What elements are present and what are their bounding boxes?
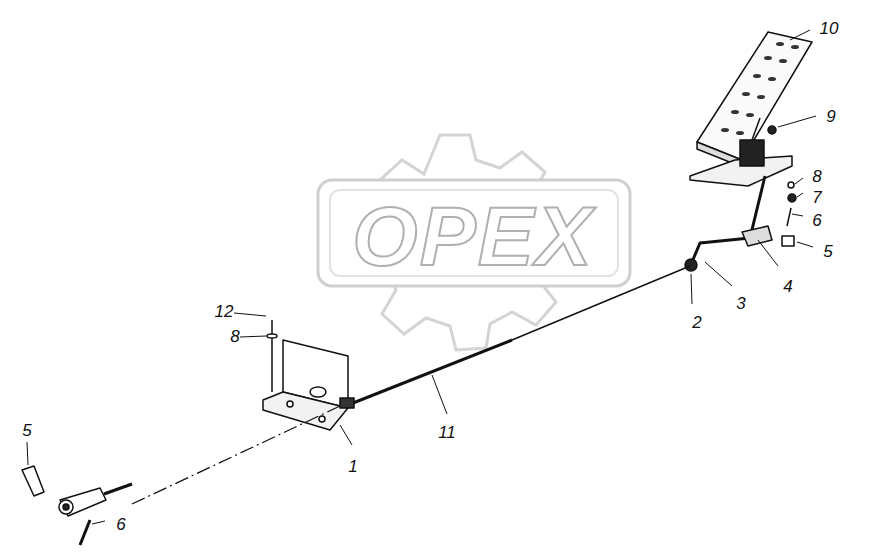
callout-number: 6 [812, 212, 821, 229]
callout-number: 8 [230, 328, 239, 345]
callout-number: 9 [826, 108, 835, 125]
watermark: OPEX [352, 194, 593, 278]
callout-number: 6 [116, 516, 125, 533]
callout-number: 3 [736, 295, 745, 312]
callout-number: 5 [22, 422, 31, 439]
callout-number: 4 [783, 278, 792, 295]
callout-number: 10 [820, 20, 839, 37]
callout-number: 12 [215, 303, 234, 320]
callout-number: 5 [823, 243, 832, 260]
watermark-gear [318, 135, 630, 350]
callout-number: 8 [812, 168, 821, 185]
callout-number: 11 [438, 424, 456, 441]
leader-lines [27, 30, 816, 524]
callout-number: 1 [348, 458, 357, 475]
callout-number: 2 [692, 314, 701, 331]
callout-number: 7 [812, 189, 821, 206]
parts [22, 32, 812, 545]
